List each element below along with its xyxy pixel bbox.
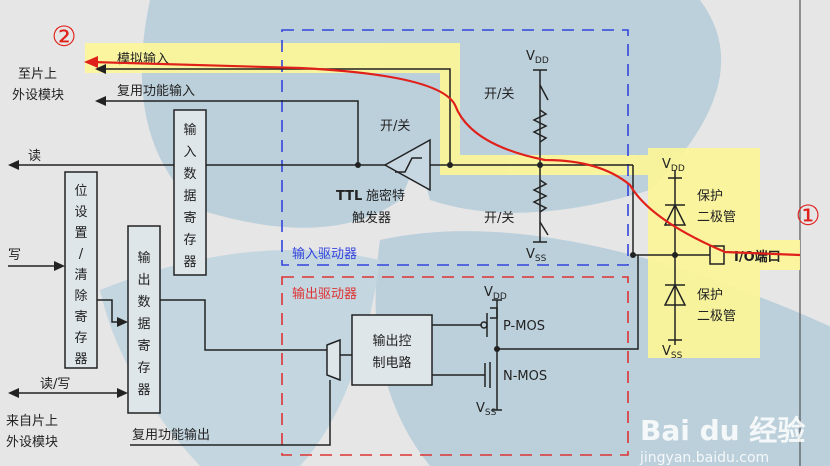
pull-resistors — [532, 69, 549, 243]
multiplexer-icon — [326, 338, 341, 382]
signal-arrowhead — [84, 56, 98, 68]
protection-label-bottom-2: 二极管 — [697, 309, 736, 324]
marker-one: ① — [795, 199, 820, 232]
bit-set-clear-register-label: 位 设 置 / 清 除 寄 存 器 — [74, 184, 87, 367]
svg-text:输: 输 — [137, 250, 150, 266]
alt-output-label: 复用功能输出 — [132, 427, 210, 443]
watermark-url: jingyan.baidu.com — [639, 450, 769, 466]
ttl-label: TTL — [336, 189, 362, 204]
switch-label-down: 开/关 — [484, 211, 514, 226]
input-data-register — [173, 109, 207, 276]
from-peripheral-label-1: 来自片上 — [6, 414, 58, 429]
switch-label-trigger: 开/关 — [380, 119, 410, 134]
protection-label-bottom-1: 保护 — [697, 288, 723, 303]
svg-text:存: 存 — [137, 361, 150, 376]
to-peripheral-label-2: 外设模块 — [12, 88, 64, 103]
arrowheads — [8, 64, 678, 398]
watermark-brand: Bai du 经验 — [640, 414, 805, 447]
schmitt-label-1: 施密特 — [366, 188, 405, 204]
output-control-label-2: 制电路 — [372, 355, 411, 371]
marker-two: ② — [51, 20, 76, 53]
svg-text:寄: 寄 — [137, 338, 150, 354]
vss-label-nmos: VSS — [476, 401, 497, 418]
pmos-label: P-MOS — [503, 319, 545, 334]
protection-diode-icons — [663, 177, 687, 341]
input-data-register-label: 输 入 数 据 寄 存 器 — [183, 122, 196, 270]
analog-signal-path — [91, 60, 801, 257]
svg-text:器: 器 — [183, 255, 196, 270]
from-peripheral-label-2: 外设模块 — [6, 435, 58, 450]
svg-text:器: 器 — [137, 383, 150, 398]
vss-label-pulldown: VSS — [526, 247, 547, 264]
svg-text:入: 入 — [183, 145, 196, 160]
bit-set-clear-register — [64, 171, 98, 369]
svg-text:清: 清 — [74, 268, 87, 283]
output-driver-label: 输出驱动器 — [292, 286, 357, 302]
svg-text:位: 位 — [74, 184, 87, 199]
nmos-label: N-MOS — [503, 369, 547, 384]
svg-text:输: 输 — [183, 122, 196, 138]
svg-text:寄: 寄 — [183, 210, 196, 226]
output-control-label-1: 输出控 — [372, 333, 411, 349]
svg-text:除: 除 — [74, 289, 87, 304]
switch-label-up: 开/关 — [484, 87, 514, 102]
schmitt-label-2: 触发器 — [352, 210, 391, 226]
svg-text:据: 据 — [137, 317, 150, 332]
io-pin-icon — [709, 245, 725, 265]
output-data-register — [127, 225, 161, 414]
mosfet-icons — [480, 299, 502, 411]
write-label: 写 — [8, 248, 21, 263]
input-driver-label: 输入驱动器 — [292, 246, 357, 262]
alt-input-label: 复用功能输入 — [117, 83, 195, 99]
to-peripheral-label-1: 至片上 — [18, 67, 57, 82]
vdd-label-diode: VDD — [662, 157, 685, 174]
svg-text:置: 置 — [74, 226, 87, 241]
schmitt-trigger-icon — [383, 138, 431, 192]
read-label: 读 — [28, 149, 41, 164]
output-data-register-label: 输 出 数 据 寄 存 器 — [137, 250, 150, 398]
protection-label-top-2: 二极管 — [697, 210, 736, 225]
svg-text:存: 存 — [74, 331, 87, 346]
protection-label-top-1: 保护 — [697, 189, 723, 204]
input-driver-box — [281, 29, 629, 266]
vss-label-diode: VSS — [662, 344, 683, 361]
svg-text:寄: 寄 — [74, 309, 87, 325]
read-write-label: 读/写 — [40, 377, 70, 392]
svg-text:据: 据 — [183, 189, 196, 204]
output-control-circuit — [351, 314, 433, 386]
svg-text:/: / — [79, 247, 84, 262]
svg-text:数: 数 — [137, 295, 150, 310]
vdd-label-pullup: VDD — [526, 49, 549, 66]
svg-text:数: 数 — [183, 167, 196, 182]
svg-text:出: 出 — [137, 273, 150, 288]
svg-text:设: 设 — [74, 205, 87, 220]
vdd-label-pmos: VDD — [484, 285, 507, 302]
io-port-label: I/O端口 — [734, 249, 781, 265]
svg-text:器: 器 — [74, 352, 87, 367]
svg-text:存: 存 — [183, 233, 196, 248]
